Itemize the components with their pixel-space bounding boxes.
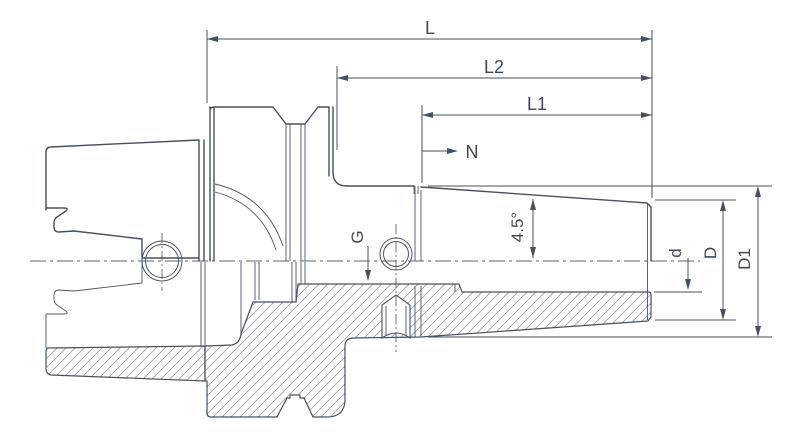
measure-lines — [207, 38, 759, 335]
flange-collar-outline — [209, 106, 348, 262]
dimension-lines — [206, 30, 772, 338]
dim-label-L: L — [425, 18, 435, 38]
hole-circles — [141, 237, 413, 282]
radial-hole-outer — [379, 237, 413, 271]
cavity-and-bore-edges — [200, 262, 456, 346]
section-hatch-regions — [45, 283, 652, 418]
shank-wall-section — [45, 345, 206, 382]
dim-label-L2: L2 — [484, 57, 504, 77]
dim-label-D1: D1 — [735, 248, 754, 270]
drive-slot-hole-outer — [141, 240, 183, 282]
dim-label-d: d — [666, 248, 685, 257]
flange-face-arc — [214, 183, 284, 251]
dim-label-D: D — [701, 247, 720, 259]
dimension-labels: L L2 L1 N 4.5° G d D D1 — [348, 18, 754, 270]
clamping-groove-profile — [45, 262, 143, 348]
radial-hole-inner — [383, 241, 409, 267]
dim-label-angle: 4.5° — [508, 212, 527, 242]
drive-slot-hole-inner — [145, 244, 179, 278]
hsk-shank-outline — [45, 139, 205, 262]
dim-label-L1: L1 — [527, 94, 547, 114]
body-and-nose-outline — [346, 185, 652, 262]
dim-label-N: N — [466, 142, 479, 162]
body-flange-section — [204, 283, 652, 418]
dim-label-G: G — [348, 230, 367, 243]
extension-lines — [206, 30, 772, 338]
taper-base-edges — [413, 186, 648, 320]
gripper-groove-edges — [285, 124, 306, 261]
set-screw-thread-lines — [385, 306, 407, 336]
part-outline-top — [45, 106, 652, 262]
part-details-top — [214, 124, 648, 320]
